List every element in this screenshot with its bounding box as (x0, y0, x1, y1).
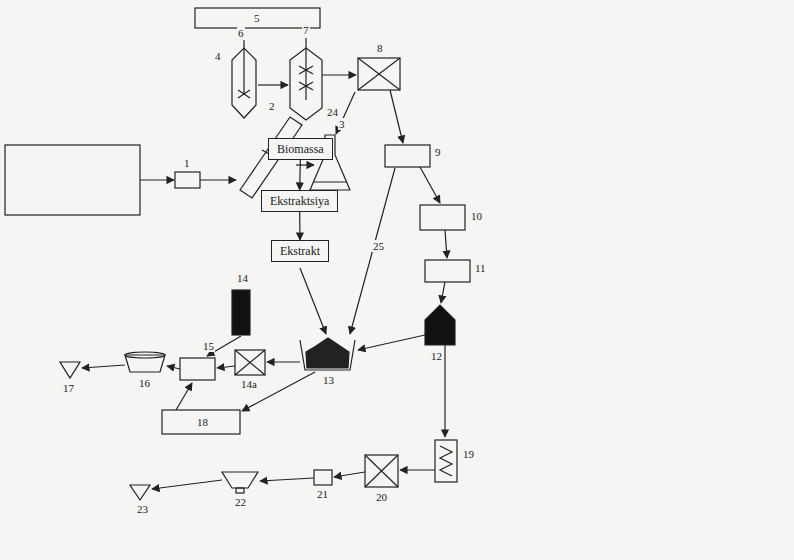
box-text: Biomassa (277, 142, 324, 156)
callout-number: 12 (430, 350, 443, 362)
callout-number: 6 (237, 27, 245, 39)
callout-number: 13 (322, 374, 335, 386)
callout-number: 3 (338, 118, 346, 130)
flow-arrow (299, 212, 301, 240)
callout-number: 16 (138, 377, 151, 389)
box-text: Ekstrakt (280, 244, 320, 258)
callout-number: 5 (253, 12, 261, 24)
callout-number: 1 (183, 157, 191, 169)
callout-number: 22 (234, 496, 247, 508)
callout-number: 17 (62, 382, 75, 394)
box-text: Ekstraktsiya (270, 194, 329, 208)
process-box: Ekstraktsiya (261, 190, 338, 212)
callout-number: 14 (236, 272, 249, 284)
callout-number: 21 (316, 488, 329, 500)
callout-number: 8 (376, 42, 384, 54)
callout-number: 7 (302, 24, 310, 36)
callout-number: 23 (136, 503, 149, 515)
process-box: Biomassa (268, 138, 333, 160)
callout-number: 25 (372, 240, 385, 252)
callout-number: 15 (202, 340, 215, 352)
callout-number: 19 (462, 448, 475, 460)
flow-arrow (299, 160, 301, 190)
callout-number: 2 (268, 100, 276, 112)
process-box: Ekstrakt (271, 240, 329, 262)
callout-number: 10 (470, 210, 483, 222)
callout-number: 24 (326, 106, 339, 118)
callout-number: 14a (240, 378, 258, 390)
callout-number: 20 (375, 491, 388, 503)
callout-number: 4 (214, 50, 222, 62)
callout-number: 18 (196, 416, 209, 428)
callout-number: 9 (434, 146, 442, 158)
callout-number: 11 (474, 262, 487, 274)
